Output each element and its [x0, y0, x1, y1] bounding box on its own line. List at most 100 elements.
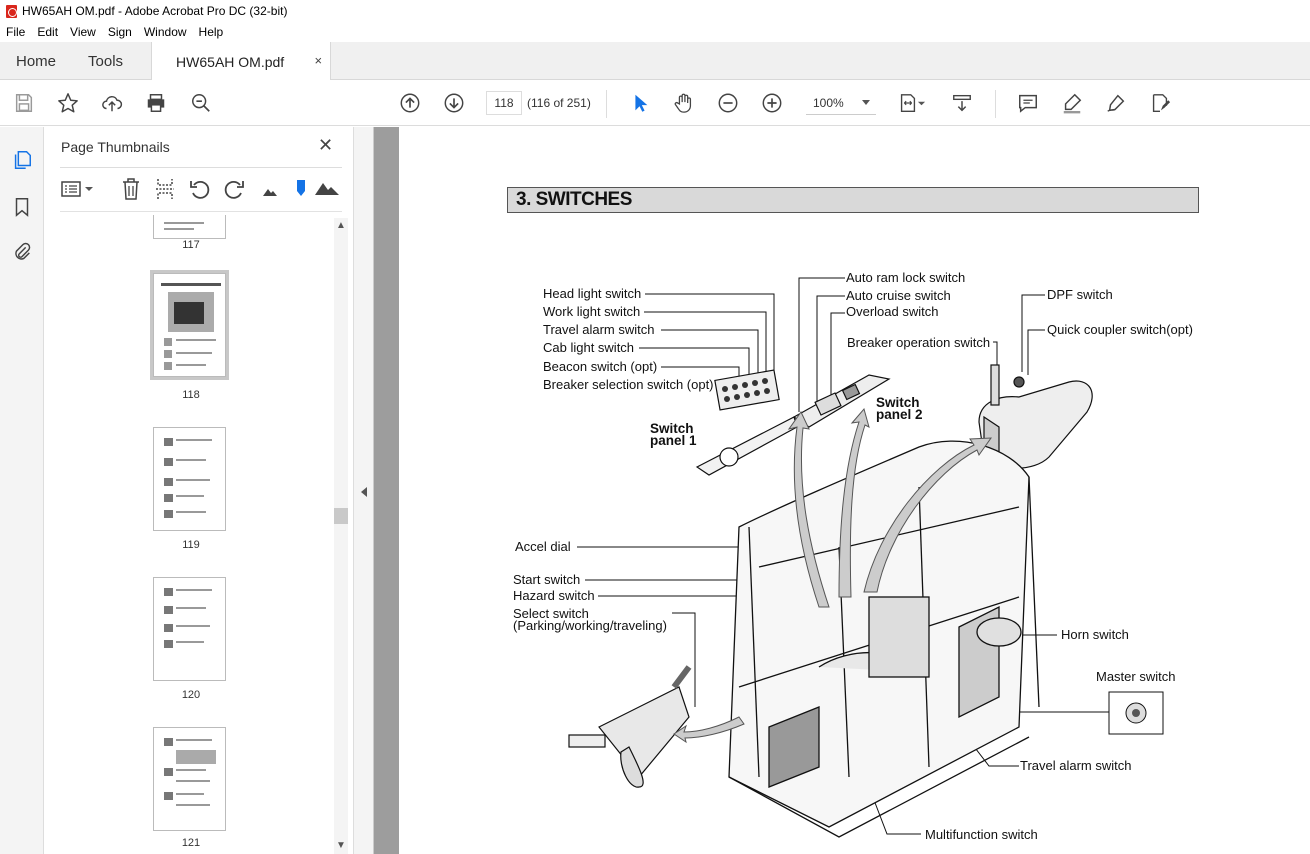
select-cursor-icon[interactable]	[628, 91, 652, 115]
fill-sign-icon[interactable]	[1148, 91, 1172, 115]
toolbar-separator	[995, 90, 996, 118]
zoom-search-icon[interactable]	[189, 91, 213, 115]
save-icon[interactable]	[12, 91, 36, 115]
label-accel-dial: Accel dial	[515, 539, 571, 554]
highlight-pen-icon[interactable]	[1060, 91, 1084, 115]
label-select-switch: Select switch	[513, 606, 589, 621]
print-icon[interactable]	[144, 91, 168, 115]
zoom-in-icon[interactable]	[760, 91, 784, 115]
scroll-down-icon[interactable]: ▼	[336, 840, 346, 851]
page-thumbnail[interactable]	[153, 427, 226, 531]
switches-diagram	[568, 277, 1164, 838]
label-master-switch: Master switch	[1096, 669, 1176, 684]
chevron-down-icon	[862, 100, 870, 105]
panel-divider	[60, 211, 342, 212]
tab-bar: Home Tools HW65AH OM.pdf ×	[0, 42, 1310, 81]
thumbnail-page-number: 118	[182, 389, 200, 401]
scroll-up-icon[interactable]: ▲	[336, 220, 346, 231]
label-switch-panel-1-b: panel 1	[650, 433, 697, 448]
close-icon[interactable]: ✕	[318, 135, 334, 155]
draw-icon[interactable]	[1104, 91, 1128, 115]
next-page-icon[interactable]	[442, 91, 466, 115]
page-thumbnail[interactable]	[153, 727, 226, 831]
panel-title: Page Thumbnails	[61, 139, 170, 155]
label-multifunction-switch: Multifunction switch	[925, 827, 1038, 842]
scrolling-mode-icon[interactable]	[950, 91, 974, 115]
collapse-panel-icon[interactable]	[361, 487, 367, 497]
label-head-light-switch: Head light switch	[543, 286, 642, 301]
chevron-down-icon[interactable]	[914, 91, 928, 115]
tab-home[interactable]: Home	[16, 52, 57, 70]
thumbnail-page-number: 121	[181, 837, 201, 849]
thumbnail-options-icon[interactable]	[60, 179, 94, 202]
label-beacon-switch: Beacon switch (opt)	[543, 359, 658, 374]
toolbar-separator	[606, 90, 607, 118]
zoom-out-icon[interactable]	[716, 91, 740, 115]
menu-view[interactable]: View	[70, 25, 96, 39]
page-number-input[interactable]: 118	[486, 91, 522, 115]
menu-bar: File Edit View Sign Window Help	[0, 22, 1310, 42]
menu-file[interactable]: File	[6, 25, 26, 39]
label-auto-ram-lock-switch: Auto ram lock switch	[846, 270, 966, 285]
thumbnail-scrollbar[interactable]: ▲ ▼	[334, 218, 348, 854]
page-count-label: (116 of 251)	[527, 96, 591, 110]
page-fit-icon[interactable]	[896, 91, 920, 115]
page-thumbnail[interactable]	[153, 577, 226, 681]
large-mountain-icon[interactable]	[314, 180, 340, 199]
window-title: HW65AH OM.pdf - Adobe Acrobat Pro DC (32…	[22, 4, 288, 18]
bookmark-icon[interactable]	[10, 195, 34, 219]
rotate-clockwise-icon[interactable]	[222, 177, 246, 204]
rotate-counterclockwise-icon[interactable]	[188, 177, 212, 204]
extract-pages-icon[interactable]	[154, 177, 176, 204]
thumbnail-list: 117 118 119 120	[44, 215, 334, 854]
label-cab-light-switch: Cab light switch	[543, 340, 635, 355]
zoom-level-select[interactable]: 100%	[806, 91, 876, 115]
tab-document[interactable]: HW65AH OM.pdf ×	[151, 42, 332, 81]
label-switch-panel-2-b: panel 2	[876, 407, 923, 422]
window-titlebar: HW65AH OM.pdf - Adobe Acrobat Pro DC (32…	[0, 0, 1310, 22]
menu-help[interactable]: Help	[198, 25, 224, 39]
delete-page-icon[interactable]	[120, 177, 142, 204]
comment-icon[interactable]	[1016, 91, 1040, 115]
zoom-level-value: 100%	[813, 95, 844, 110]
page-thumbnail[interactable]	[153, 215, 226, 239]
label-travel-alarm-switch: Travel alarm switch	[543, 322, 655, 337]
page-thumbnails-icon[interactable]	[10, 148, 34, 172]
pdf-app-icon	[6, 4, 17, 18]
label-auto-cruise-switch: Auto cruise switch	[846, 288, 951, 303]
label-travel-alarm-switch-bottom: Travel alarm switch	[1020, 758, 1132, 773]
thumbnail-page-number: 117	[182, 239, 200, 251]
tab-document-label: HW65AH OM.pdf	[176, 53, 285, 70]
pdf-page: 3. SWITCHES	[399, 127, 1310, 854]
label-breaker-operation-switch: Breaker operation switch	[847, 335, 991, 350]
star-icon[interactable]	[56, 91, 80, 115]
label-quick-coupler-switch: Quick coupler switch(opt)	[1047, 322, 1193, 337]
cloud-upload-icon[interactable]	[100, 91, 124, 115]
label-hazard-switch: Hazard switch	[513, 588, 595, 603]
document-viewport[interactable]: 3. SWITCHES	[374, 127, 1310, 854]
hand-tool-icon[interactable]	[672, 91, 696, 115]
label-horn-switch: Horn switch	[1061, 627, 1129, 642]
navigation-rail	[0, 127, 44, 854]
previous-page-icon[interactable]	[398, 91, 422, 115]
thumbnail-page-number: 119	[182, 539, 200, 551]
thumbnail-page-number: 120	[181, 689, 201, 701]
panel-splitter[interactable]	[354, 127, 374, 854]
attachment-icon[interactable]	[10, 240, 34, 264]
label-breaker-selection-switch: Breaker selection switch (opt)	[543, 377, 714, 392]
label-dpf-switch: DPF switch	[1047, 287, 1113, 302]
section-title: 3. SWITCHES	[507, 187, 1199, 213]
page-thumbnail-selected[interactable]	[150, 270, 229, 380]
small-mountain-icon[interactable]	[262, 185, 278, 200]
menu-window[interactable]: Window	[143, 25, 187, 39]
label-switch-panel-1-a: Switch	[650, 421, 694, 436]
tab-close-icon[interactable]: ×	[314, 53, 323, 68]
label-start-switch: Start switch	[513, 572, 581, 587]
menu-edit[interactable]: Edit	[37, 25, 59, 39]
menu-sign[interactable]: Sign	[107, 25, 132, 39]
panel-divider	[60, 167, 342, 168]
zoom-slider-marker-icon[interactable]	[296, 179, 306, 200]
tab-tools[interactable]: Tools	[88, 52, 124, 70]
scrollbar-thumb[interactable]	[334, 508, 348, 524]
label-work-light-switch: Work light switch	[543, 304, 641, 319]
